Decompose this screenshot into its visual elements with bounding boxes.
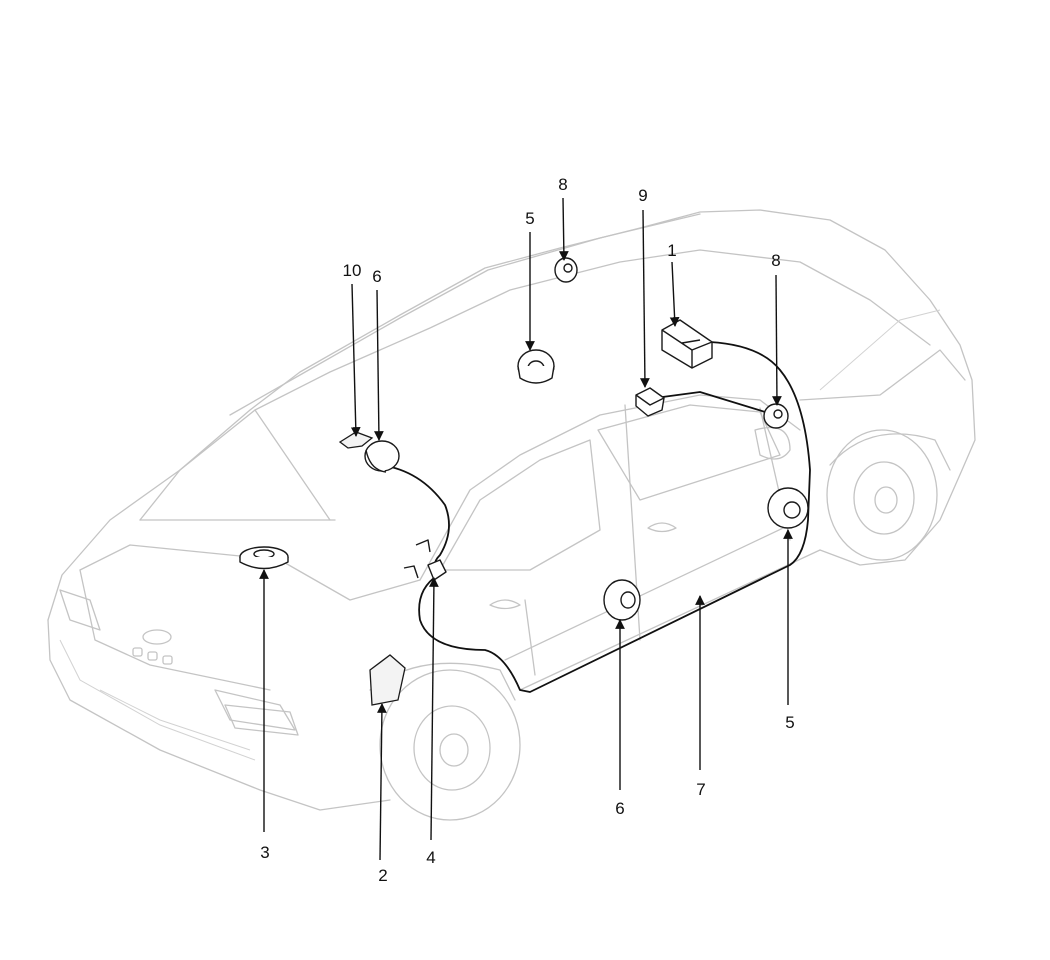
leader-8a xyxy=(558,197,569,261)
leader-10 xyxy=(350,283,361,437)
callout-10: 10 xyxy=(343,261,362,280)
callout-1: 1 xyxy=(667,241,676,260)
leader-lines xyxy=(259,197,793,861)
center-speaker xyxy=(635,387,665,417)
callout-3: 3 xyxy=(260,843,269,862)
callout-4: 4 xyxy=(426,848,435,867)
tweeter-front-right xyxy=(763,403,789,429)
leader-4 xyxy=(428,577,439,841)
leader-1 xyxy=(669,261,680,327)
callout-7: 7 xyxy=(696,780,705,799)
callout-8a: 8 xyxy=(558,175,567,194)
wiring-harness xyxy=(379,341,811,693)
rear-tweeter xyxy=(364,440,400,473)
callout-2: 2 xyxy=(378,866,387,885)
tweeter-front-left xyxy=(554,257,578,283)
callout-6a: 6 xyxy=(372,267,381,286)
subwoofer xyxy=(239,546,289,570)
leader-6a xyxy=(373,289,384,441)
callout-8b: 8 xyxy=(771,251,780,270)
rear-shelf-speaker xyxy=(517,349,555,384)
rear-door-speaker xyxy=(603,579,641,621)
leader-2 xyxy=(376,703,387,861)
car-outline xyxy=(47,209,976,821)
callout-6b: 6 xyxy=(615,799,624,818)
harness-connector xyxy=(403,539,447,581)
leader-9 xyxy=(640,209,650,388)
audio-components xyxy=(239,257,809,706)
leader-8b xyxy=(772,274,782,406)
callout-5a: 5 xyxy=(525,209,534,228)
audio-head-unit xyxy=(369,654,406,706)
front-door-speaker xyxy=(767,487,809,529)
amplifier-unit xyxy=(661,319,713,369)
callout-5b: 5 xyxy=(785,713,794,732)
callout-labels: 1 2 3 4 5 5 6 6 7 8 8 9 10 xyxy=(260,175,794,885)
callout-9: 9 xyxy=(638,186,647,205)
